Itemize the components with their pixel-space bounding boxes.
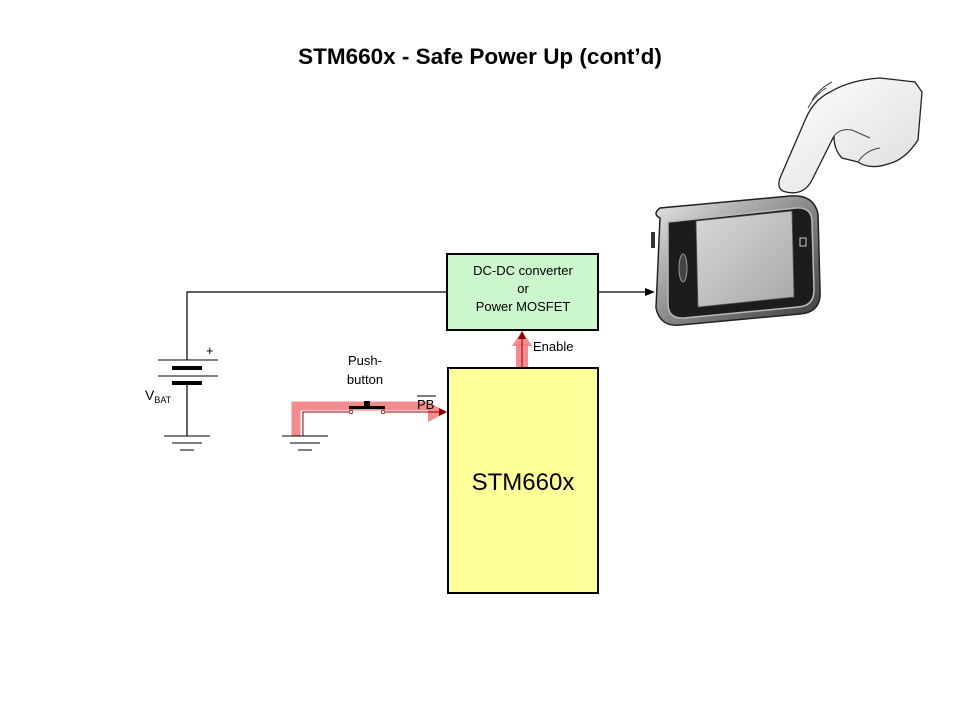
battery-symbol [158, 359, 218, 436]
vbat-main: V [145, 387, 155, 403]
converter-label-line1: DC-DC converter [473, 263, 573, 278]
phone-speaker [678, 253, 688, 283]
converter-block [446, 253, 599, 331]
pushbutton-label-line1: Push- [348, 353, 382, 368]
pb-signal-wire [302, 411, 350, 436]
converter-label-line2: or [517, 281, 529, 296]
vbat-subscript: BAT [154, 395, 171, 405]
pb-signal-label: PB [417, 397, 434, 412]
pushbutton-label-line2: button [347, 372, 383, 387]
pushbutton-ground-symbol [282, 435, 328, 451]
vbat-label: VBAT [145, 387, 172, 405]
output-arrowhead [645, 288, 655, 296]
pushbutton-switch[interactable] [348, 401, 386, 415]
converter-label-line3: Power MOSFET [476, 299, 571, 314]
pb-signal-arrowhead [439, 408, 447, 416]
hand-illustration [778, 77, 923, 194]
battery-ground-symbol [164, 435, 210, 451]
slide-title: STM660x - Safe Power Up (cont’d) [298, 44, 662, 69]
supply-wire [186, 291, 447, 360]
battery-plus-label: + [206, 343, 214, 358]
enable-signal-arrow [512, 331, 532, 368]
phone-home-button [799, 237, 807, 247]
phone-screen [695, 210, 795, 308]
stm660x-block [447, 367, 599, 594]
stm660x-label: STM660x [472, 469, 575, 496]
smartphone-illustration [651, 195, 821, 326]
enable-label: Enable [533, 339, 573, 354]
pb-signal-highlight [291, 401, 430, 436]
